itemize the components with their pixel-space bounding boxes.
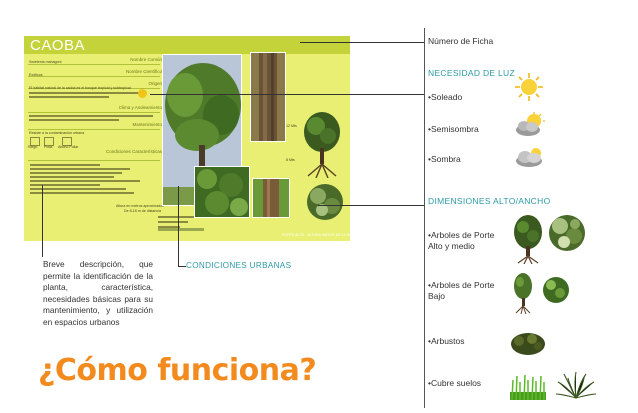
sombra-label: •Sombra — [428, 154, 461, 164]
cubre-suelos-label: •Cubre suelos — [428, 378, 482, 388]
sheet-field-condiciones: Condiciones Características — [105, 149, 162, 154]
sheet-text-line — [30, 180, 140, 182]
page-title: ¿Cómo funciona? — [38, 353, 317, 388]
sheet-footer: PORTE ALTO · ALTURA MAYOR DE 12 M — [282, 233, 350, 237]
scale-label-1: 12 Mts — [286, 124, 297, 128]
plant-sheet-thumbnail: CAOBA Nombre Común Swietenia mahagoni No… — [24, 36, 350, 241]
shrub-icon — [510, 330, 546, 356]
bark-photo — [252, 178, 290, 218]
grass-icon — [510, 372, 546, 401]
sheet-text-line — [158, 226, 180, 228]
necesidad-luz-heading: NECESIDAD DE LUZ — [428, 68, 515, 78]
sheet-field-nombre-cientifico: Nombre Científico — [125, 69, 162, 74]
sheet-header — [24, 36, 350, 54]
sheet-row-2: Exóticos — [29, 73, 43, 77]
sheet-field-origen: Origen — [148, 81, 162, 86]
sheet-divider — [28, 76, 160, 77]
sheet-title: CAOBA — [30, 37, 86, 54]
sun-icon — [138, 89, 147, 98]
canopy-topview — [302, 182, 348, 222]
sheet-row-9: De 8-18 m de distancia — [124, 209, 161, 213]
leader-numero-ficha — [300, 42, 424, 43]
porte-alto-label: •Arboles de Porte Alto y medio — [428, 230, 495, 251]
low-canopy-icon — [542, 276, 570, 304]
condiciones-urbanas-label: CONDICIONES URBANAS — [186, 261, 292, 270]
sheet-field-mantenimiento: Mantenimiento — [132, 122, 162, 127]
sheet-text-line — [29, 115, 153, 117]
sheet-divider — [28, 88, 160, 89]
checkbox-riego-icon — [30, 137, 40, 146]
checkbox-poda-icon — [44, 137, 54, 146]
sheet-text-line — [30, 172, 122, 174]
sheet-field-clima: Clima y Asoleamiento — [118, 105, 162, 110]
trunk-photo — [250, 52, 286, 142]
sheet-row-4: Resiste a la contaminación urbana — [29, 131, 85, 135]
sheet-text-line — [30, 168, 130, 170]
partly-cloudy-icon — [514, 112, 548, 138]
cloudy-icon — [514, 146, 548, 168]
sheet-text-line — [30, 164, 100, 166]
sheet-row-5: Riego — [28, 145, 38, 149]
arbustos-label: •Arbustos — [428, 336, 465, 346]
soleado-label: •Soleado — [428, 92, 463, 102]
sheet-row-7: Abono Foliar — [58, 145, 79, 149]
sheet-row-8: Altura en metros aproximados — [116, 204, 164, 208]
sheet-divider — [28, 160, 160, 161]
leader-soleado — [150, 94, 424, 95]
sheet-text-line — [30, 188, 126, 190]
sheet-bar — [158, 228, 204, 231]
tall-tree-icon — [512, 214, 544, 265]
leader-condiciones — [178, 186, 179, 266]
leader-dimensiones — [318, 205, 424, 206]
scale-label-2: 8 Mts — [286, 158, 295, 162]
sheet-row-3: El hábitat natural de la caoba es el bos… — [29, 86, 131, 90]
sheet-text-line — [30, 192, 134, 194]
sheet-text-line — [29, 96, 109, 98]
sheet-text-line — [29, 92, 139, 94]
tall-canopy-icon — [548, 212, 586, 254]
sheet-text-line — [29, 119, 119, 121]
sheet-text-line — [158, 221, 188, 223]
low-tree-icon — [512, 272, 534, 315]
sheet-text-line — [30, 184, 100, 186]
foliage-photo — [194, 166, 250, 218]
porte-bajo-label: •Arboles de Porte Bajo — [428, 280, 495, 301]
dimensiones-heading: DIMENSIONES ALTO/ANCHO — [428, 196, 551, 206]
sheet-row-1: Swietenia mahagoni — [29, 60, 62, 64]
groundcover-icon — [555, 371, 597, 400]
sheet-row-6: Poda — [44, 145, 53, 149]
checkbox-abono-icon — [62, 137, 72, 146]
tree-scale-illustration — [300, 108, 344, 179]
numero-ficha-label: Número de Ficha — [428, 36, 494, 46]
sheet-divider — [28, 112, 160, 113]
sheet-text-line — [30, 176, 114, 178]
sheet-divider — [28, 129, 160, 130]
leader-descripcion — [42, 185, 43, 257]
leader-condiciones-tick — [178, 266, 186, 267]
sheet-divider — [28, 64, 160, 65]
sun-icon — [514, 72, 544, 102]
sheet-field-nombre-comun: Nombre Común — [130, 57, 162, 62]
description-callout: Breve descripción, que permite la identi… — [43, 259, 153, 327]
right-divider — [424, 28, 425, 408]
semisombra-label: •Semisombra — [428, 124, 479, 134]
